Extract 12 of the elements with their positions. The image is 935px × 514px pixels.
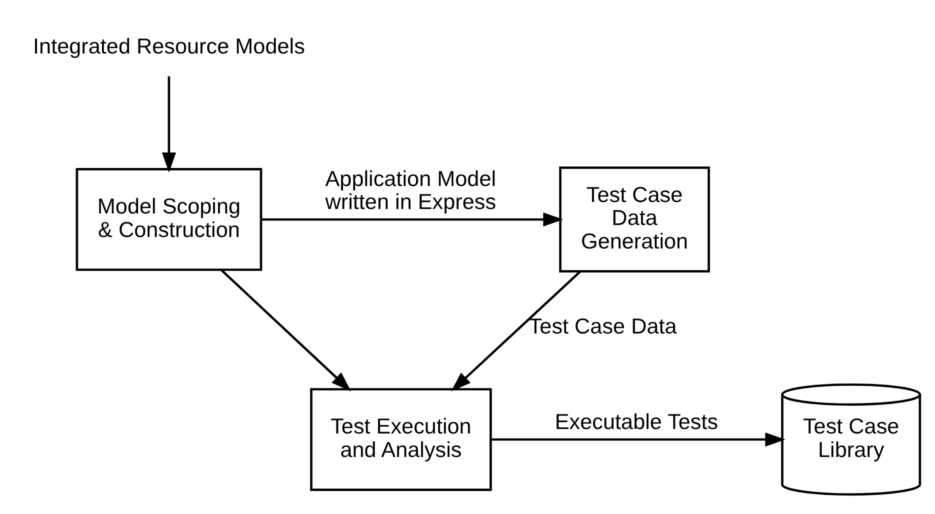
edge-label: Executable Tests <box>554 409 718 434</box>
edge-label: Test Case Data <box>528 313 677 338</box>
node-text: Integrated Resource Models <box>33 34 305 59</box>
arrow <box>262 212 564 227</box>
node-box: Test Case Data Generation <box>559 166 710 272</box>
node-box: Test Execution and Analysis <box>310 388 492 491</box>
node-box: Model Scoping & Construction <box>76 168 262 271</box>
edge-label: Application Model written in Express <box>325 166 496 214</box>
arrow <box>220 269 352 392</box>
arrow <box>451 270 582 392</box>
arrow <box>491 432 786 447</box>
arrow <box>162 76 176 173</box>
